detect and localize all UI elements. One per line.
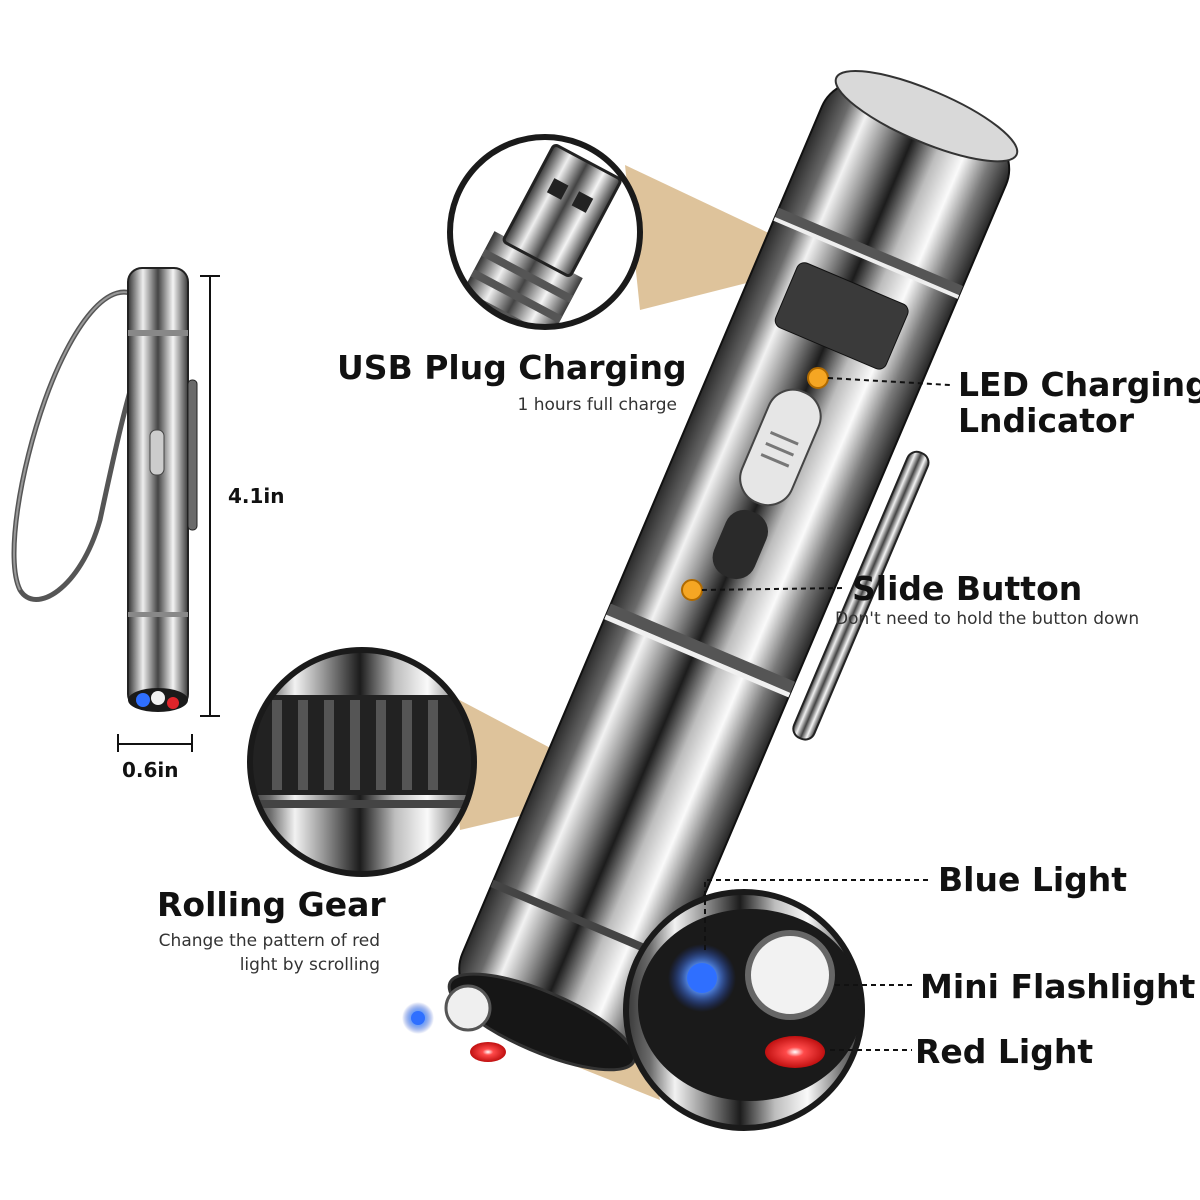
- blue-light-label: Blue Light: [938, 860, 1128, 899]
- slide-callout-subtitle: Don't need to hold the button down: [835, 609, 1140, 629]
- small-blue-light: [136, 693, 150, 707]
- usb-zoom-circle: [447, 134, 643, 330]
- leader-lines: [701, 377, 951, 1051]
- gear-zoom-circle: [247, 647, 477, 877]
- slide-callout-title: Slide Button: [852, 569, 1083, 608]
- slide-button-shape: [739, 388, 822, 507]
- usb-callout-subtitle: 1 hours full charge: [517, 395, 677, 415]
- led-callout-title-line1: LED Charging: [958, 365, 1200, 404]
- mini-flashlight-label: Mini Flashlight: [920, 967, 1196, 1006]
- small-flashlight: [11, 267, 220, 752]
- flashlight-lens: [444, 984, 492, 1032]
- gear-callout-subtitle-line2: light by scrolling: [239, 955, 380, 975]
- usb-plug-icon: [502, 144, 622, 278]
- pocket-clip: [792, 450, 930, 741]
- gear-callout-subtitle-line1: Change the pattern of red: [158, 931, 380, 951]
- length-dimension-label: 4.1in: [228, 484, 285, 508]
- small-red-light: [167, 697, 179, 709]
- slide-indicator-dot: [681, 579, 703, 601]
- blue-light-lens: [411, 1011, 425, 1025]
- red-light-label: Red Light: [915, 1032, 1094, 1071]
- led-callout-title-line2: Lndicator: [958, 401, 1135, 440]
- large-flashlight: [402, 70, 1019, 1072]
- led-indicator-dot: [807, 367, 829, 389]
- red-light-lens: [470, 1042, 506, 1062]
- usb-callout-title: USB Plug Charging: [337, 348, 687, 387]
- width-dimension-label: 0.6in: [122, 758, 179, 782]
- gear-callout-title: Rolling Gear: [157, 885, 386, 924]
- lens-zoom-circle: [623, 889, 865, 1131]
